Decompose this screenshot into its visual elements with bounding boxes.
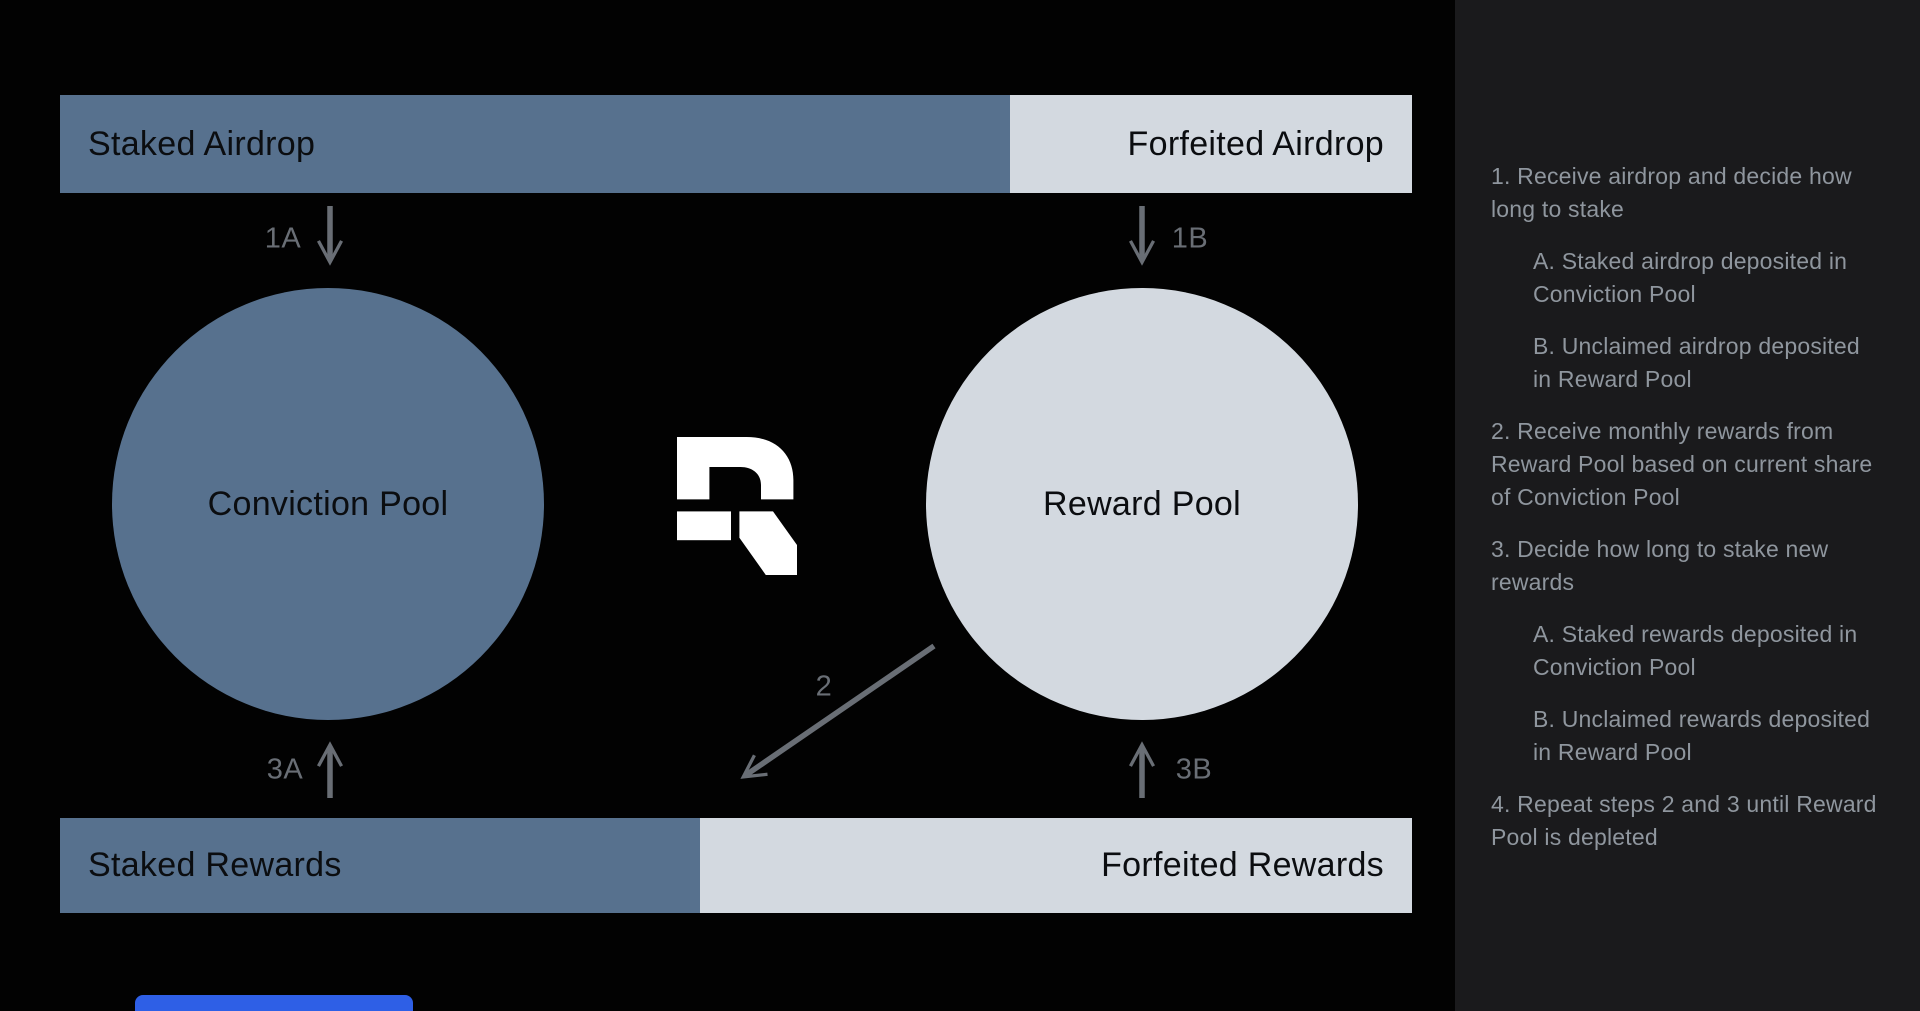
steps-sidebar: 1. Receive airdrop and decide how long t…: [1455, 0, 1920, 1011]
arrow-2-diagonal: [740, 643, 936, 779]
arrow-label-1b: 1B: [1171, 222, 1209, 255]
forfeited-rewards-label: Forfeited Rewards: [1101, 846, 1384, 884]
staked-rewards-segment: Staked Rewards: [60, 818, 700, 913]
step-3a-text: A. Staked rewards deposited in Convictio…: [1533, 621, 1858, 680]
step-4-text: 4. Repeat steps 2 and 3 until Reward Poo…: [1491, 791, 1877, 850]
step-3b-text: B. Unclaimed rewards deposited in Reward…: [1533, 706, 1871, 765]
airdrop-bar: Staked Airdrop Forfeited Airdrop: [60, 95, 1412, 193]
reward-pool-label: Reward Pool: [1043, 484, 1241, 523]
step-1b-text: B. Unclaimed airdrop deposited in Reward…: [1533, 333, 1860, 392]
rewards-bar: Staked Rewards Forfeited Rewards: [60, 818, 1412, 913]
step-3-text: 3. Decide how long to stake new rewards: [1491, 536, 1829, 595]
staked-rewards-label: Staked Rewards: [88, 846, 342, 884]
arrow-label-3a: 3A: [266, 753, 304, 786]
r-logo-icon: [677, 437, 797, 575]
arrow-label-3b: 3B: [1175, 753, 1213, 786]
staked-airdrop-segment: Staked Airdrop: [60, 95, 1010, 193]
conviction-pool-label: Conviction Pool: [207, 484, 449, 523]
partial-blue-button[interactable]: [135, 995, 413, 1011]
forfeited-airdrop-segment: Forfeited Airdrop: [1010, 95, 1412, 193]
reward-pool-node: Reward Pool: [926, 288, 1358, 720]
diagram-canvas: Staked Airdrop Forfeited Airdrop Convict…: [60, 95, 1412, 1011]
forfeited-rewards-segment: Forfeited Rewards: [700, 818, 1412, 913]
forfeited-airdrop-label: Forfeited Airdrop: [1127, 124, 1384, 163]
step-1-text: 1. Receive airdrop and decide how long t…: [1491, 163, 1852, 222]
step-1a-text: A. Staked airdrop deposited in Convictio…: [1533, 248, 1848, 307]
staked-airdrop-label: Staked Airdrop: [88, 124, 316, 163]
arrow-label-2: 2: [815, 670, 833, 703]
step-2-text: 2. Receive monthly rewards from Reward P…: [1491, 418, 1873, 510]
conviction-pool-node: Conviction Pool: [112, 288, 544, 720]
arrow-label-1a: 1A: [264, 222, 302, 255]
